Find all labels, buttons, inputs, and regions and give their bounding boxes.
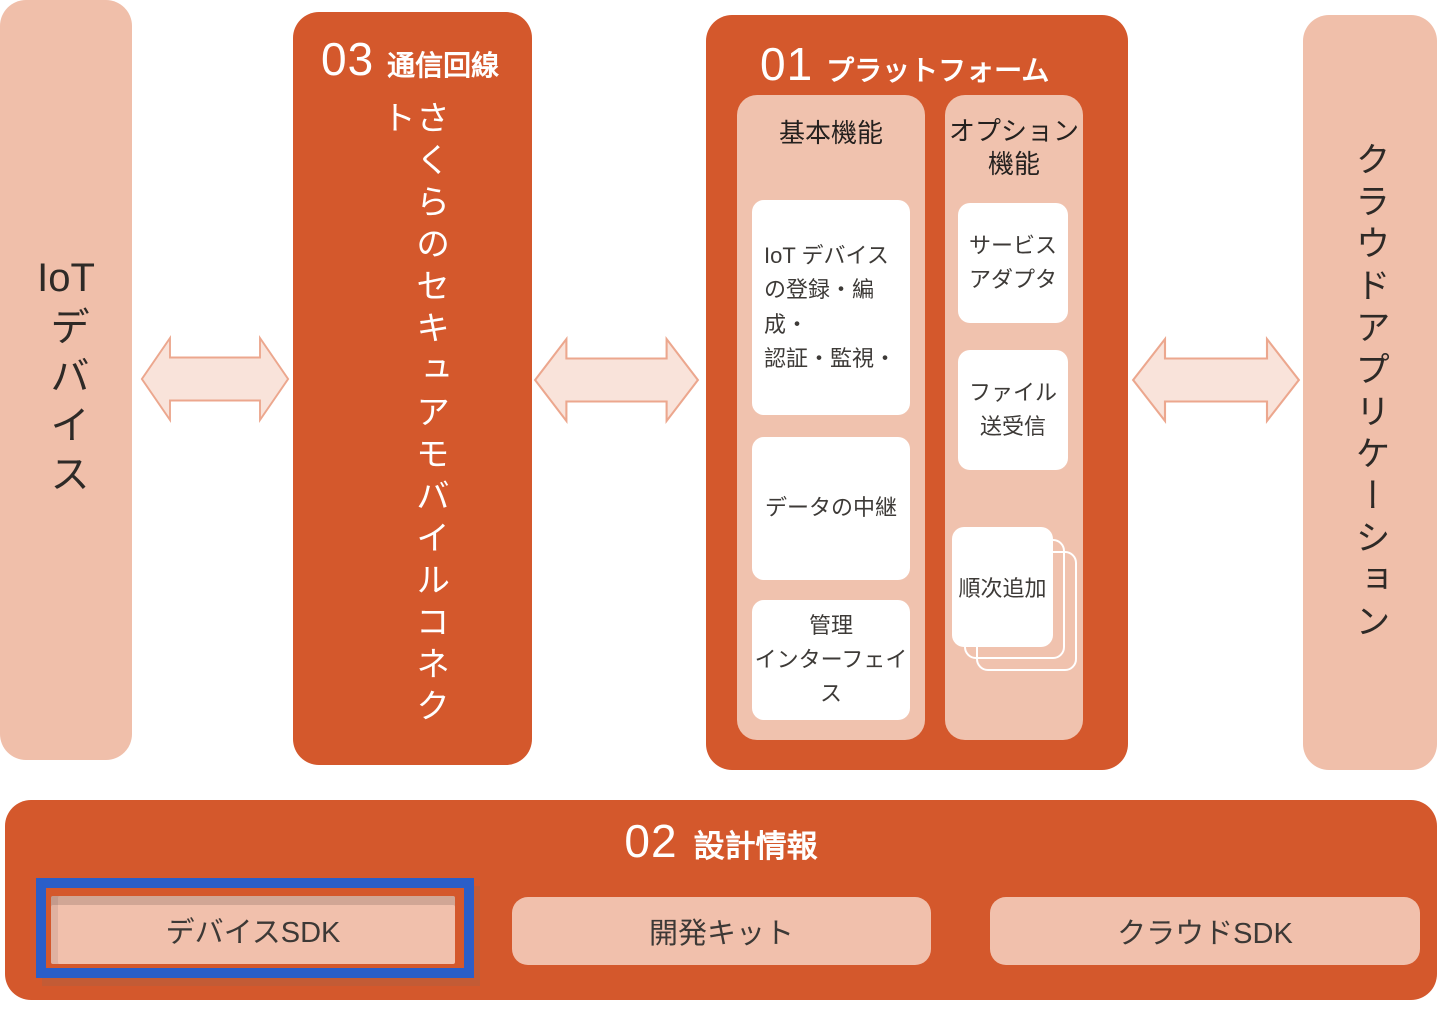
communication-service-name: さくらのセキュアモバイルコネクト (376, 100, 449, 730)
communication-number: 03 (321, 33, 375, 85)
communication-header: 03 通信回線 (321, 36, 499, 82)
block-iot-device: IoT デバイス (0, 0, 132, 760)
option-card-service-adapter: サービス アダプタ (958, 203, 1068, 323)
block-platform: 01 プラットフォーム 基本機能 IoT デバイス の登録・編成・ 認証・監視・… (706, 15, 1128, 770)
device-sdk-button[interactable]: デバイスSDK (51, 896, 455, 964)
basic-functions-title: 基本機能 (778, 118, 883, 148)
iot-device-label-kana: デバイス (44, 306, 88, 502)
feature-card-data-relay: データの中継 (752, 437, 910, 580)
feature-card-admin-interface: 管理 インターフェイス (752, 600, 910, 720)
panel-optional-functions: オプション 機能 サービス アダプタ ファイル 送受信 順次追加 (945, 95, 1083, 740)
cloud-application-body: クラウドアプリケーション (1303, 15, 1437, 770)
stacked-cards: 順次追加 (952, 527, 1077, 671)
option-card-future-additions-label: 順次追加 (958, 576, 1047, 601)
option-card-file-transfer: ファイル 送受信 (958, 350, 1068, 470)
block-cloud-application: クラウドアプリケーション (1303, 15, 1437, 770)
option-card-future-additions: 順次追加 (952, 527, 1053, 647)
optional-functions-title: オプション 機能 (948, 116, 1079, 179)
platform-title: プラットフォーム (826, 55, 1050, 86)
bottom-design-info-bar: 02 設計情報 デバイスSDK 開発キット クラウドSDK (5, 800, 1437, 1000)
iot-device-label: IoT デバイス (0, 0, 132, 760)
platform-number: 01 (760, 38, 814, 90)
bidirectional-arrow-icon (1131, 336, 1301, 424)
design-info-number: 02 (624, 815, 678, 867)
bidirectional-arrow-icon (533, 336, 700, 424)
block-communication-line: 03 通信回線 さくらのセキュアモバイルコネクト (293, 12, 532, 765)
feature-card-data-relay-label: データの中継 (764, 495, 897, 521)
platform-header: 01 プラットフォーム (760, 41, 1049, 87)
feature-card-registration: IoT デバイス の登録・編成・ 認証・監視・ (752, 200, 910, 415)
communication-body: さくらのセキュアモバイルコネクト (293, 100, 532, 751)
panel-basic-functions: 基本機能 IoT デバイス の登録・編成・ 認証・監視・ データの中継 管理 イ… (737, 95, 925, 740)
cloud-sdk-button[interactable]: クラウドSDK (990, 897, 1420, 965)
dev-kit-button[interactable]: 開発キット (512, 897, 931, 965)
communication-title: 通信回線 (387, 50, 500, 81)
feature-card-registration-label: IoT デバイス の登録・編成・ 認証・監視・ (764, 243, 897, 371)
option-card-file-transfer-label: ファイル 送受信 (968, 379, 1057, 439)
selection-highlight: デバイスSDK (36, 878, 474, 978)
bidirectional-arrow-icon (140, 335, 290, 423)
design-info-header: 02 設計情報 (5, 818, 1437, 864)
design-info-title: 設計情報 (693, 829, 818, 864)
feature-card-admin-interface-label: 管理 インターフェイス (754, 612, 908, 707)
cloud-application-label: クラウドアプリケーション (1350, 140, 1390, 645)
option-card-service-adapter-label: サービス アダプタ (968, 232, 1057, 292)
iot-device-label-latin: IoT (37, 256, 95, 300)
